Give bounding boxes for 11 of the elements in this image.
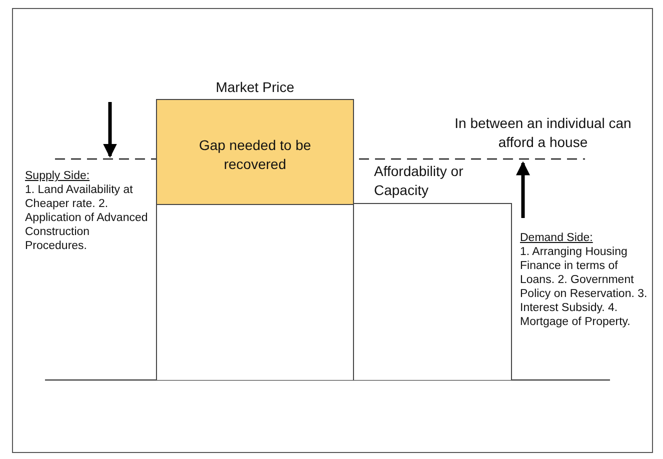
list-heading: Demand Side: xyxy=(520,231,593,245)
column-heading: Affordability or Capacity xyxy=(374,162,464,200)
note-text: In between an individual can afford a house xyxy=(454,114,632,152)
gap-box xyxy=(157,100,353,205)
list-text: 1. Land Availability at Cheaper rate. 2. Application of Advanced Construction Procedures. xyxy=(25,183,149,253)
price-column xyxy=(156,99,354,380)
list-heading: Supply Side: xyxy=(25,169,90,183)
price-column xyxy=(353,203,512,380)
column-heading: Market Price xyxy=(214,78,296,97)
list-text: 1. Arranging Housing Finance in terms of Loans. 2. Government Policy on Reservation. 3. Interest Subsidy. 4. Mortgage of Property. xyxy=(520,245,648,329)
gap-text: Gap needed to be recovered xyxy=(198,136,312,174)
